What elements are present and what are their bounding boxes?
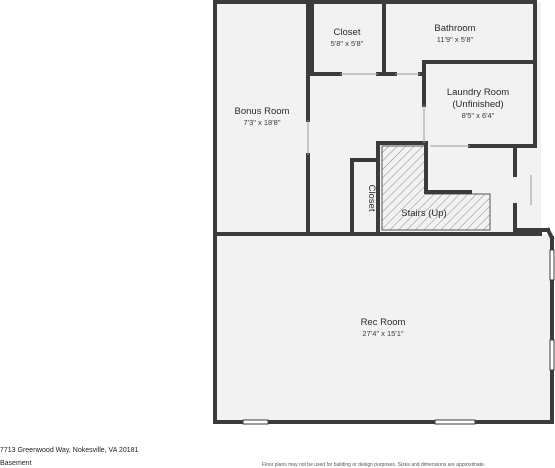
closet-top-name: Closet: [334, 27, 361, 38]
rec-room-name: Rec Room: [361, 317, 406, 328]
laundry-room-dims: 8'5" x 6'4": [462, 111, 495, 120]
windows: [242, 249, 555, 425]
property-address: 7713 Greenwood Way, Nokesville, VA 20181: [0, 447, 139, 454]
floor-fill: [215, 2, 552, 422]
disclaimer: Floor plans may not be used for building…: [262, 462, 486, 468]
closet-top-dims: 5'8" x 5'8": [331, 39, 364, 48]
stairs-name: Stairs (Up): [401, 208, 446, 219]
door-openings: [307, 73, 532, 205]
bonus-room-dims: 7'3" x 18'8": [244, 118, 281, 127]
rec-room-dims: 27'4" x 15'1": [362, 329, 403, 338]
laundry-room-name: Laundry Room: [447, 87, 509, 98]
closet-side-name: Closet: [366, 185, 377, 212]
floor-level: Basement: [0, 460, 32, 467]
walls: [213, 0, 555, 424]
bonus-room-name: Bonus Room: [235, 106, 290, 117]
laundry-room-status: (Unfinished): [452, 99, 503, 110]
bathroom-dims: 11'9" x 5'8": [437, 35, 474, 44]
bathroom-name: Bathroom: [434, 23, 475, 34]
